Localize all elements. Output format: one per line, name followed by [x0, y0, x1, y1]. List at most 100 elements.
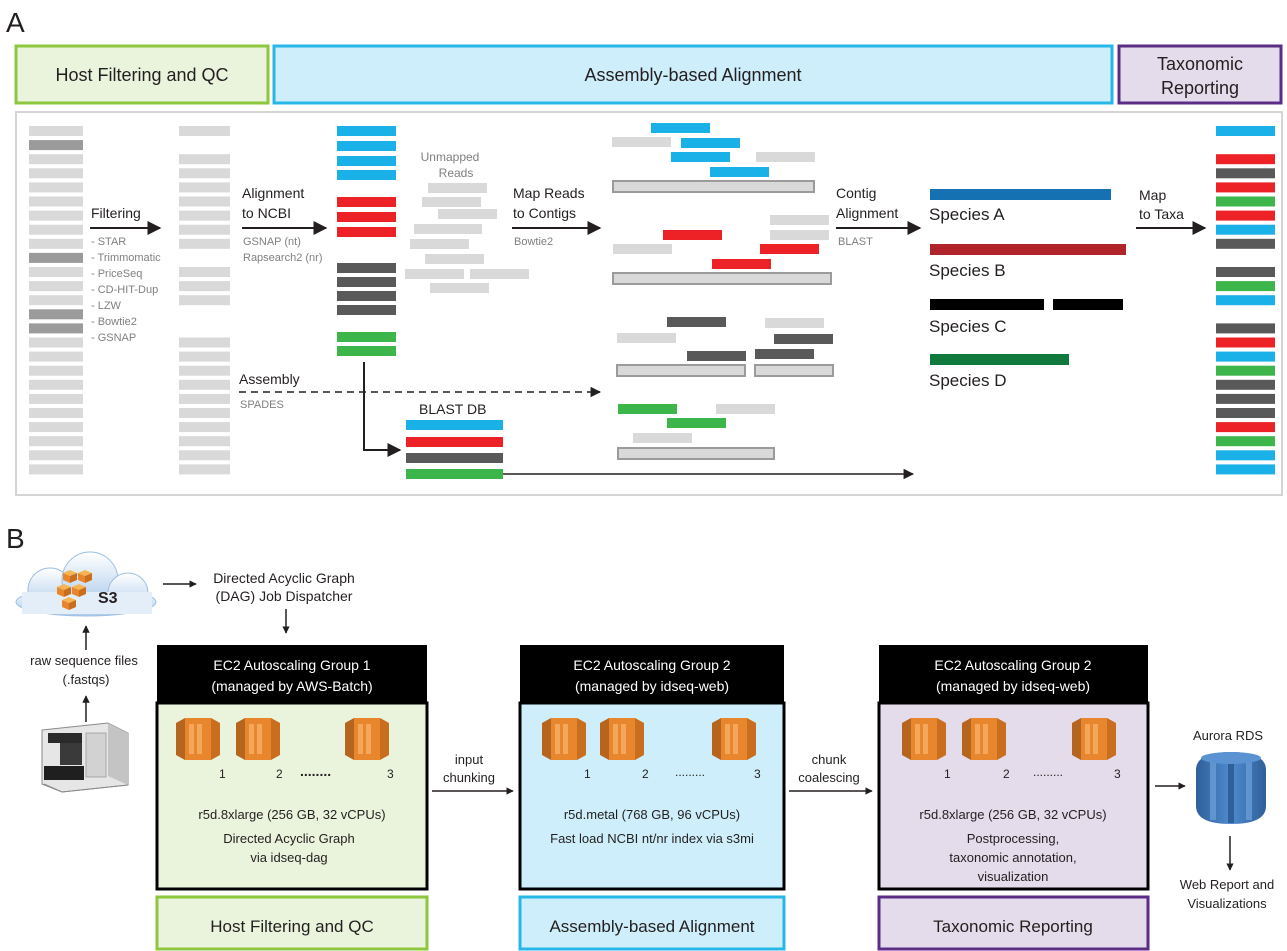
input-chunking-2: chunking	[443, 770, 495, 785]
map-taxa-label-1: Map	[1139, 187, 1166, 203]
group-1-instance: r5d.8xlarge (256 GB, 32 vCPUs)	[198, 807, 385, 822]
species-d-label: Species D	[929, 371, 1006, 390]
taxa-read-bar	[1216, 365, 1275, 376]
read-bar	[29, 337, 83, 348]
contig-tool: BLAST	[838, 236, 873, 248]
read-bar	[179, 351, 230, 362]
ec2-instance-icon	[712, 718, 756, 760]
read-bar	[179, 267, 230, 277]
taxa-read-bar	[1216, 436, 1275, 447]
taxa-read-bar	[1216, 196, 1275, 207]
footer-taxonomic-label: Taxonomic Reporting	[933, 917, 1093, 936]
group-2-title-1: EC2 Autoscaling Group 2	[573, 657, 730, 673]
read-bar	[29, 379, 83, 390]
ec2-group-3: EC2 Autoscaling Group 2 (managed by idse…	[877, 645, 1150, 951]
filtering-tool: - CD-HIT-Dup	[91, 284, 158, 296]
chunk-coalescing-2: coalescing	[798, 770, 859, 785]
read-bar	[29, 309, 83, 320]
read-bar	[29, 224, 83, 235]
instance-num: 2	[276, 767, 283, 781]
taxa-read-bar	[1216, 267, 1275, 277]
header-host-filtering-label: Host Filtering and QC	[55, 65, 228, 85]
read-bar	[179, 196, 230, 207]
instance-ellipsis: ........	[300, 763, 331, 779]
header-taxonomic-reporting	[1117, 44, 1283, 105]
blast-db-label: BLAST DB	[419, 401, 486, 417]
instance-num: 3	[754, 767, 761, 781]
taxa-read-bar	[1216, 408, 1275, 418]
taxa-read-bar	[1216, 224, 1275, 235]
read-bar	[29, 281, 83, 292]
taxa-read-bar	[1216, 295, 1275, 306]
alignment-label-1: Alignment	[242, 185, 304, 201]
blastdb-arrow	[363, 362, 402, 457]
read-bar	[179, 126, 230, 136]
read-bar	[29, 252, 83, 263]
read-bar	[29, 267, 83, 277]
filtering-tool: - Trimmomatic	[91, 252, 161, 264]
read-bar	[29, 182, 83, 193]
contig-group-red	[612, 215, 832, 285]
instance-num: 1	[584, 767, 591, 781]
instance-num: 2	[1003, 767, 1010, 781]
ec2-group-2: EC2 Autoscaling Group 2 (managed by idse…	[518, 645, 786, 951]
map-reads-tool: Bowtie2	[514, 236, 553, 248]
ec2-instance-icon	[902, 718, 946, 760]
read-bar	[29, 238, 83, 249]
species-a-bar	[930, 189, 1111, 200]
instance-num: 1	[944, 767, 951, 781]
read-bar	[29, 323, 83, 334]
read-bar	[29, 422, 83, 433]
group-2-instance: r5d.metal (768 GB, 96 vCPUs)	[564, 807, 740, 822]
sequencer-icon	[41, 722, 129, 793]
read-bar	[179, 393, 230, 404]
read-bar	[179, 224, 230, 235]
read-bar	[29, 154, 83, 165]
read-bar	[179, 337, 230, 348]
read-bar	[179, 422, 230, 433]
web-report-2: Visualizations	[1187, 896, 1267, 911]
filtered-reads-column	[179, 126, 230, 475]
ec2-group-1: EC2 Autoscaling Group 1 (managed by AWS-…	[155, 645, 429, 951]
footer-assembly-alignment	[518, 895, 786, 951]
ec2-instance-icon	[236, 718, 280, 760]
filtering-tool: - LZW	[91, 300, 122, 312]
footer-assembly-label: Assembly-based Alignment	[549, 917, 754, 936]
read-bar	[29, 393, 83, 404]
read-bar	[179, 450, 230, 461]
species-b-bar	[930, 244, 1126, 255]
group-3-title-2: (managed by idseq-web)	[936, 678, 1090, 694]
group-3-desc-3: visualization	[978, 869, 1049, 884]
read-bar	[29, 365, 83, 376]
species-c-label: Species C	[929, 317, 1006, 336]
ec2-instance-icon	[176, 718, 220, 760]
dag-label-1: Directed Acyclic Graph	[213, 570, 355, 586]
read-bar	[179, 365, 230, 376]
raw-reads-column	[29, 126, 83, 475]
alignment-label-2: to NCBI	[242, 205, 291, 221]
ec2-instance-icon	[1072, 718, 1116, 760]
read-bar	[29, 140, 83, 151]
aligned-reads-column	[337, 126, 396, 356]
panel-b-label: B	[6, 523, 25, 554]
input-chunking-1: input	[455, 752, 484, 767]
unmapped-reads	[405, 183, 529, 293]
assembly-label: Assembly	[239, 371, 300, 387]
assembly-tool: SPADES	[240, 399, 284, 411]
contig-label-1: Contig	[836, 185, 876, 201]
taxa-reads-column	[1216, 126, 1275, 475]
read-bar	[29, 168, 83, 179]
contig-label-2: Alignment	[836, 205, 898, 221]
blast-db-bars	[406, 420, 503, 479]
read-bar	[179, 238, 230, 249]
read-bar	[29, 210, 83, 221]
read-bar	[29, 464, 83, 475]
s3-cloud-icon	[15, 551, 157, 617]
instance-num: 2	[642, 767, 649, 781]
unmapped-label-2: Reads	[439, 166, 474, 180]
header-host-filtering	[14, 44, 270, 105]
contig-group-dark	[616, 317, 834, 377]
read-bar	[179, 210, 230, 221]
map-reads-label-2: to Contigs	[513, 205, 576, 221]
